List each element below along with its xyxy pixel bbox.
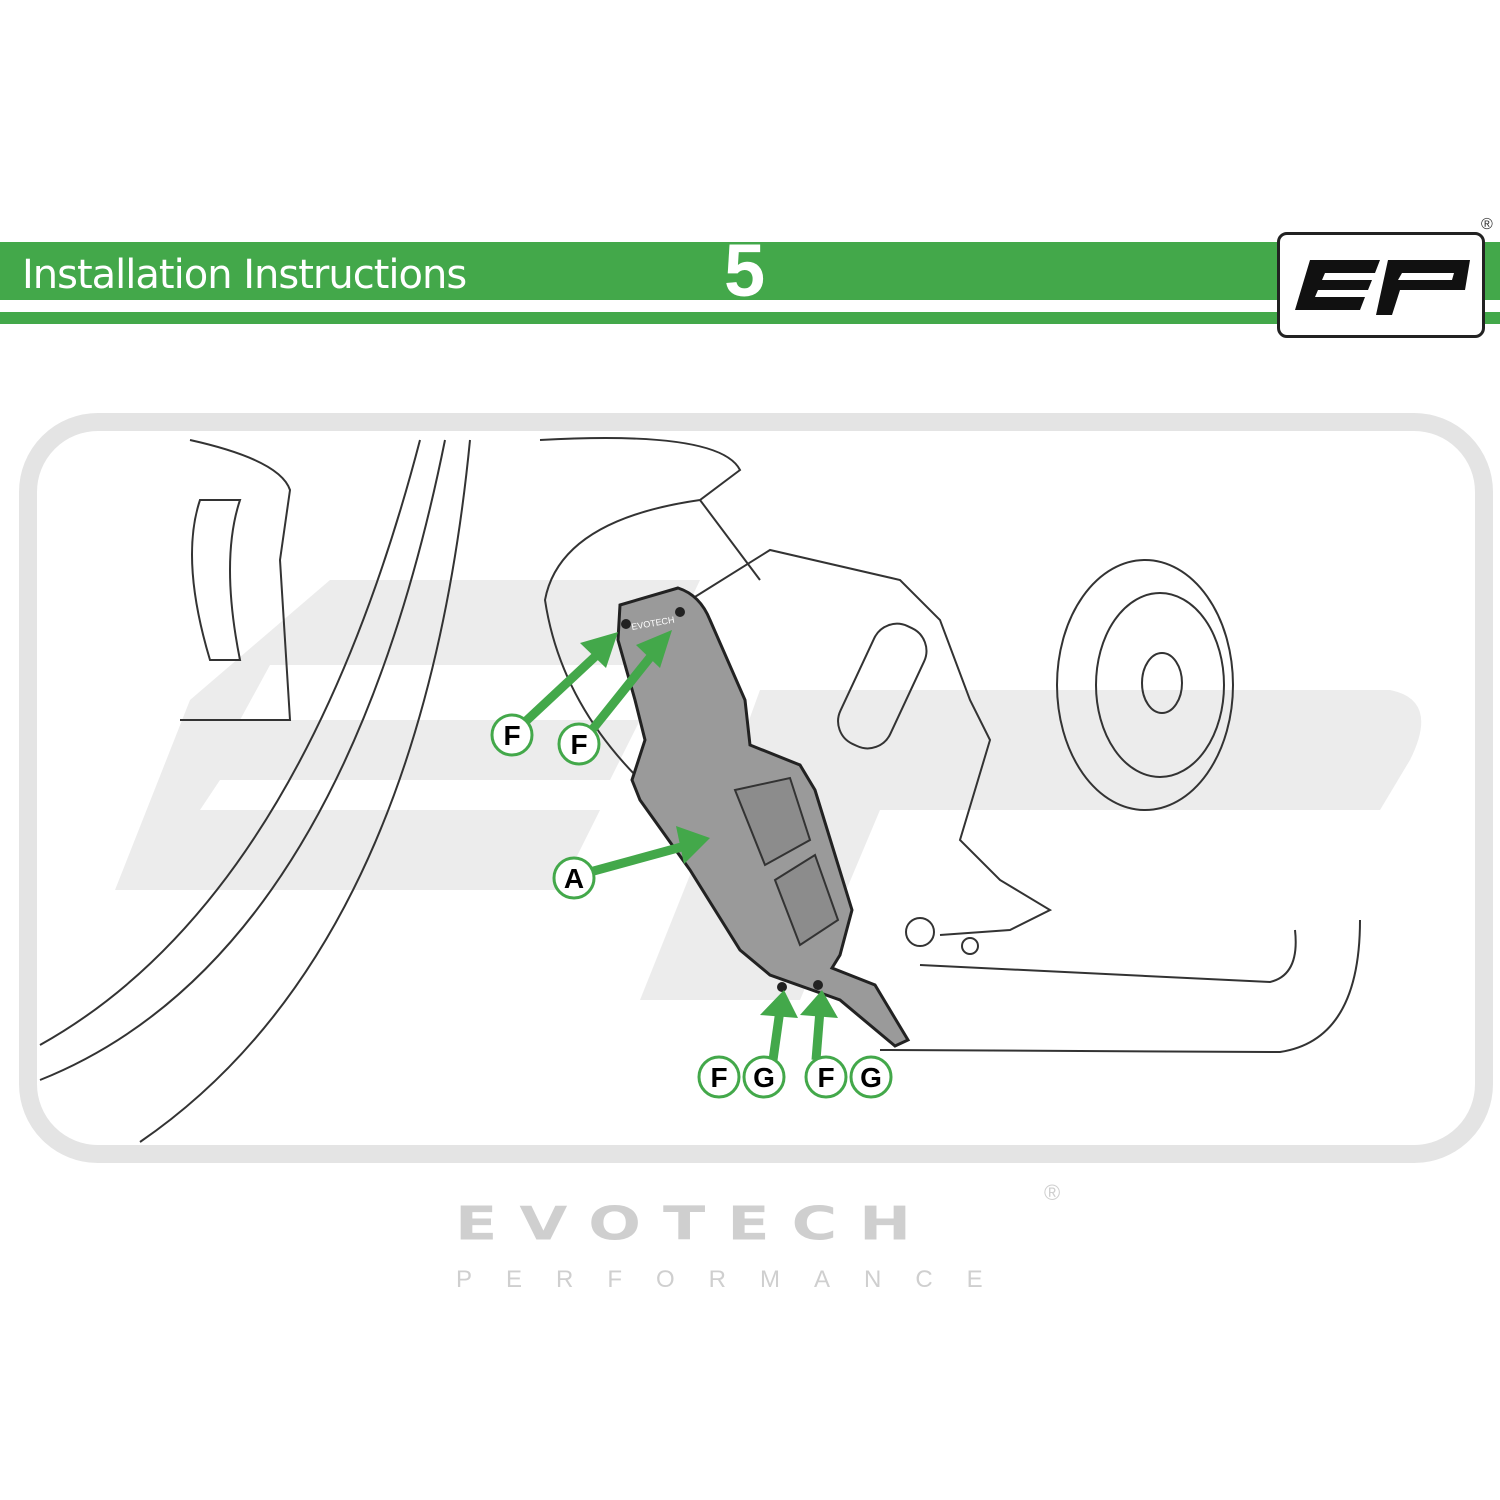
svg-text:A: A xyxy=(564,863,584,894)
header-stripe xyxy=(0,312,1500,324)
svg-text:F: F xyxy=(710,1062,727,1093)
ep-watermark xyxy=(115,580,1422,1000)
header-band xyxy=(0,242,1500,300)
page-title: Installation Instructions xyxy=(22,252,467,298)
diagram-frame xyxy=(19,413,1493,1163)
callout-f-4: F xyxy=(804,1055,848,1099)
step-number: 5 xyxy=(724,229,766,312)
registered-mark: ® xyxy=(1481,216,1493,233)
svg-text:G: G xyxy=(753,1062,775,1093)
footer-brand: EVOTECH xyxy=(455,1196,933,1251)
callout-a: A xyxy=(552,856,596,900)
callout-f-1: F xyxy=(490,713,534,757)
callout-f-3: F xyxy=(697,1055,741,1099)
svg-text:F: F xyxy=(817,1062,834,1093)
callout-g-2: G xyxy=(849,1055,893,1099)
svg-text:F: F xyxy=(503,720,520,751)
motorcycle-lineart xyxy=(39,437,1361,1143)
callout-arrows xyxy=(521,630,838,1061)
callout-labels: F F A F G F G xyxy=(490,713,893,1099)
svg-text:F: F xyxy=(570,729,587,760)
footer-registered-mark: ® xyxy=(1044,1180,1061,1205)
footer-subtitle: PERFORMANCE xyxy=(456,1266,1017,1293)
ep-logo-icon xyxy=(1295,260,1470,315)
callout-f-2: F xyxy=(557,722,601,766)
ep-logo xyxy=(1277,232,1485,338)
callout-g-1: G xyxy=(742,1055,786,1099)
svg-text:G: G xyxy=(860,1062,882,1093)
